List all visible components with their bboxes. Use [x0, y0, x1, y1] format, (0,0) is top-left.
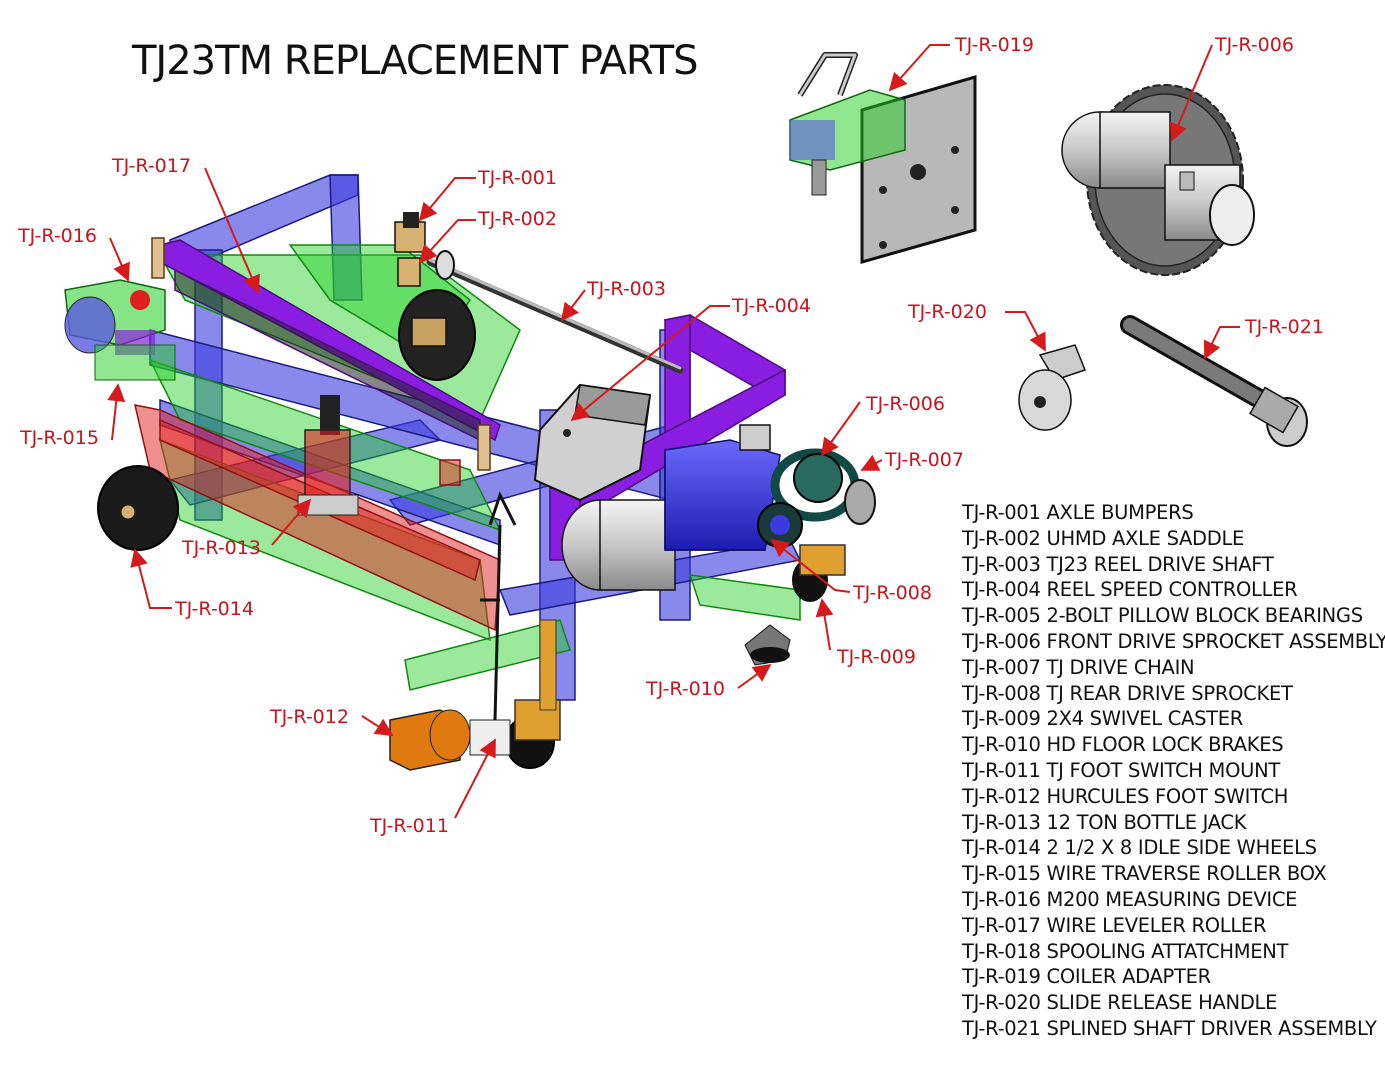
floor-brake: [744, 624, 791, 666]
callout-tj-r-013: TJ-R-013: [181, 498, 312, 559]
legend-item: TJ-R-011 TJ FOOT SWITCH MOUNT: [962, 758, 1281, 782]
speed-controller-box: [533, 383, 652, 502]
slide-release-detail: [1018, 344, 1086, 431]
drive-motor: [561, 439, 781, 591]
handle-rod: [480, 491, 517, 721]
machine-assembly: [64, 174, 876, 771]
legend-item: TJ-R-016 M200 MEASURING DEVICE: [962, 887, 1298, 911]
coiler-adapter: [789, 52, 977, 264]
callout-tj-r-020: TJ-R-020: [907, 301, 1046, 352]
legend-item: TJ-R-001 AXLE BUMPERS: [962, 501, 1194, 524]
page-title: TJ23TM REPLACEMENT PARTS: [132, 38, 699, 84]
callout-tj-r-007: TJ-R-007: [860, 449, 964, 471]
legend-item: TJ-R-002 UHMD AXLE SADDLE: [962, 526, 1245, 550]
callout-label: TJ-R-007: [884, 449, 964, 471]
bottle-jack: [297, 395, 359, 516]
axle-saddle: [394, 212, 426, 287]
legend-item: TJ-R-004 REEL SPEED CONTROLLER: [962, 578, 1298, 602]
callout-label: TJ-R-014: [174, 598, 254, 620]
callout-label: TJ-R-006: [1214, 34, 1294, 56]
sprocket-chain: [739, 424, 876, 548]
callout-tj-r-019: TJ-R-019: [888, 34, 1034, 92]
callout-tj-r-006-detail: TJ-R-006: [1169, 34, 1294, 142]
legend-item: TJ-R-008 TJ REAR DRIVE SPROCKET: [962, 681, 1293, 705]
splined-shaft-detail: [1120, 315, 1308, 447]
legend-item: TJ-R-019 COILER ADAPTER: [962, 965, 1211, 989]
callout-label: TJ-R-010: [645, 678, 725, 700]
callout-label: TJ-R-006: [865, 393, 945, 415]
callout-label: TJ-R-013: [181, 537, 261, 559]
legend-item: TJ-R-021 SPLINED SHAFT DRIVER ASSEMBLY: [962, 1016, 1377, 1040]
callout-tj-r-017: TJ-R-017: [111, 155, 260, 294]
legend-item: TJ-R-020 SLIDE RELEASE HANDLE: [962, 991, 1278, 1015]
callout-tj-r-009: TJ-R-009: [815, 598, 916, 668]
callout-tj-r-021: TJ-R-021: [1203, 316, 1324, 360]
callout-label: TJ-R-011: [369, 815, 449, 837]
callout-label: TJ-R-009: [836, 646, 916, 668]
callout-label: TJ-R-020: [907, 301, 987, 323]
callout-tj-r-015: TJ-R-015: [19, 383, 126, 449]
front-drive-sprocket-detail: [1061, 84, 1255, 276]
callout-label: TJ-R-004: [731, 295, 811, 317]
callout-tj-r-010: TJ-R-010: [645, 663, 772, 700]
callout-label: TJ-R-008: [852, 582, 932, 604]
legend-item: TJ-R-006 FRONT DRIVE SPROCKET ASSEMBLY: [962, 629, 1385, 653]
callout-tj-r-003: TJ-R-003: [560, 278, 666, 322]
callout-tj-r-014: TJ-R-014: [130, 548, 254, 620]
callout-label: TJ-R-021: [1244, 316, 1324, 338]
legend-item: TJ-R-010 HD FLOOR LOCK BRAKES: [962, 733, 1284, 757]
legend-item: TJ-R-014 2 1/2 X 8 IDLE SIDE WHEELS: [962, 836, 1317, 860]
legend-item: TJ-R-017 WIRE LEVELER ROLLER: [962, 913, 1267, 937]
callout-tj-r-008: TJ-R-008: [770, 538, 932, 604]
legend-item: TJ-R-018 SPOOLING ATTATCHMENT: [962, 939, 1289, 963]
callout-label: TJ-R-002: [477, 208, 557, 230]
callout-label: TJ-R-015: [19, 427, 99, 449]
legend-item: TJ-R-003 TJ23 REEL DRIVE SHAFT: [962, 552, 1274, 576]
legend-item: TJ-R-009 2X4 SWIVEL CASTER: [962, 707, 1244, 731]
callout-label: TJ-R-016: [17, 225, 97, 247]
legend-item: TJ-R-007 TJ DRIVE CHAIN: [962, 655, 1195, 679]
legend-item: TJ-R-015 WIRE TRAVERSE ROLLER BOX: [962, 862, 1327, 886]
callout-label: TJ-R-001: [477, 167, 557, 189]
callout-label: TJ-R-019: [954, 34, 1034, 56]
callout-tj-r-001: TJ-R-001: [418, 167, 557, 222]
legend-item: TJ-R-012 HURCULES FOOT SWITCH: [962, 784, 1289, 808]
callout-tj-r-012: TJ-R-012: [269, 706, 394, 736]
callout-label: TJ-R-017: [111, 155, 191, 177]
callout-tj-r-011: TJ-R-011: [369, 738, 496, 837]
legend-item: TJ-R-013 12 TON BOTTLE JACK: [962, 810, 1247, 834]
callout-label: TJ-R-012: [269, 706, 349, 728]
callout-label: TJ-R-003: [586, 278, 666, 300]
callout-tj-r-004: TJ-R-004: [570, 295, 811, 422]
measuring-device: [64, 279, 176, 381]
callout-tj-r-016: TJ-R-016: [17, 225, 130, 282]
callout-tj-r-006-main: TJ-R-006: [820, 393, 945, 457]
legend-item: TJ-R-005 2-BOLT PILLOW BLOCK BEARINGS: [962, 604, 1363, 628]
leveler-end-blocks: [151, 237, 491, 471]
drive-shaft: [426, 250, 684, 374]
callout-tj-r-002: TJ-R-002: [418, 208, 557, 264]
